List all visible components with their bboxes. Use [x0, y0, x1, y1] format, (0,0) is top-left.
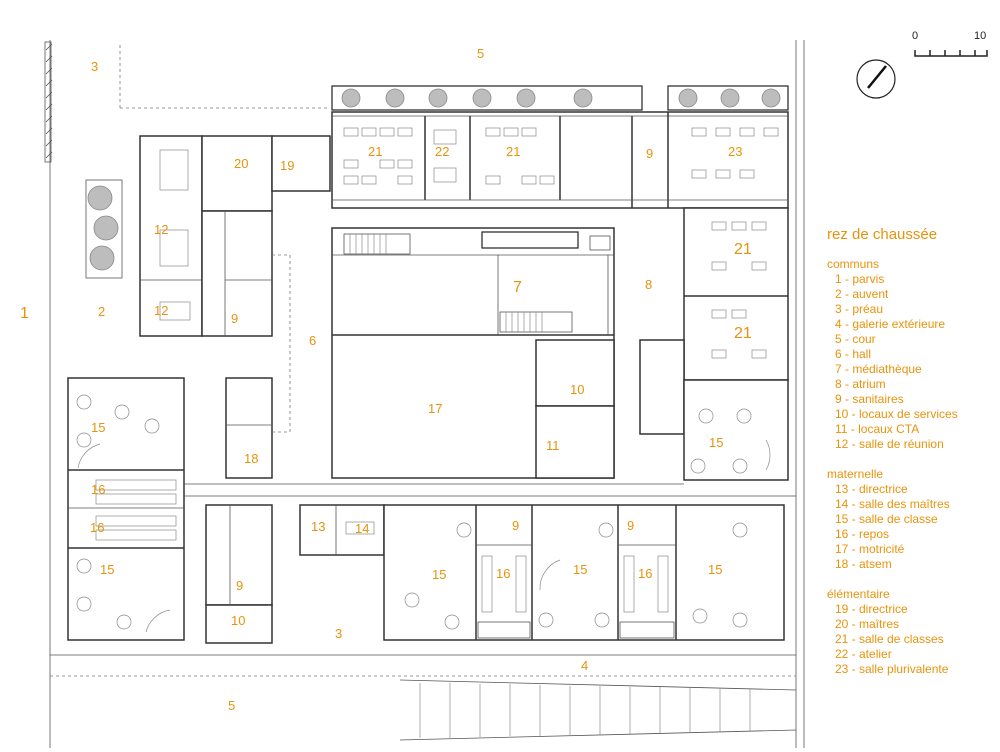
room-number-label: 5 — [228, 698, 235, 713]
room-number-label: 20 — [234, 156, 248, 171]
legend-item: 1 - parvis — [835, 272, 885, 286]
room-number-label: 12 — [154, 303, 168, 318]
legend-item: 20 - maîtres — [835, 617, 900, 631]
planters — [85, 85, 789, 279]
room-number-label: 9 — [512, 518, 519, 533]
room-number-label: 9 — [236, 578, 243, 593]
legend-item: 13 - directrice — [835, 482, 908, 496]
room-number-label: 3 — [335, 626, 342, 641]
room-number-label: 9 — [231, 311, 238, 326]
room-number-label: 15 — [432, 567, 446, 582]
room-number-label: 13 — [311, 519, 325, 534]
legend-item: 7 - médiathèque — [835, 362, 922, 376]
room-number-label: 15 — [573, 562, 587, 577]
room-number-label: 4 — [581, 658, 588, 673]
scale-start: 0 — [912, 30, 919, 42]
legend-item: 18 - atsem — [835, 557, 892, 571]
legend-item: 4 - galerie extérieure — [835, 317, 946, 331]
room-number-label: 21 — [368, 144, 382, 159]
scale-bar-graphic — [914, 50, 988, 57]
room-number-label: 15 — [91, 420, 105, 435]
legend-title: rez de chaussée — [827, 226, 938, 243]
room-number-label: 10 — [570, 382, 584, 397]
room-number-label: 15 — [709, 435, 723, 450]
legend-item: 10 - locaux de services — [835, 407, 958, 421]
legend-group-heading: élémentaire — [827, 587, 890, 601]
legend-item: 11 - locaux CTA — [835, 422, 920, 436]
legend-item: 15 - salle de classe — [835, 512, 938, 526]
legend-item: 12 - salle de réunion — [835, 437, 944, 451]
room-number-label: 16 — [496, 566, 510, 581]
room-number-label: 14 — [355, 521, 369, 536]
room-number-label: 6 — [309, 333, 316, 348]
room-number-label: 18 — [244, 451, 258, 466]
room-number-label: 16 — [91, 482, 105, 497]
room-number-label: 15 — [100, 562, 114, 577]
room-number-label: 21 — [734, 241, 752, 258]
room-number-label: 16 — [90, 520, 104, 535]
furniture — [76, 127, 779, 633]
north-arrow-icon — [856, 59, 896, 99]
room-number-label: 21 — [734, 325, 752, 342]
room-number-label: 23 — [728, 144, 742, 159]
room-number-label: 17 — [428, 401, 442, 416]
legend-item: 14 - salle des maîtres — [835, 497, 950, 511]
legend-item: 9 - sanitaires — [835, 392, 904, 406]
legend-item: 23 - salle plurivalente — [835, 662, 949, 676]
room-number-label: 10 — [231, 613, 245, 628]
room-number-label: 19 — [280, 158, 294, 173]
room-number-label: 9 — [646, 146, 653, 161]
legend-item: 2 - auvent — [835, 287, 889, 301]
room-number-label: 9 — [627, 518, 634, 533]
scale-end: 10 — [974, 30, 987, 42]
building — [67, 111, 796, 644]
room-number-label: 5 — [477, 46, 484, 61]
legend-item: 19 - directrice — [835, 602, 908, 616]
legend-group-heading: maternelle — [827, 467, 884, 481]
room-number-label: 22 — [435, 144, 449, 159]
legend-item: 6 - hall — [835, 347, 872, 361]
legend-item: 5 - cour — [835, 332, 876, 346]
room-number-label: 3 — [91, 59, 98, 74]
legend-item: 21 - salle de classes — [835, 632, 944, 646]
room-number-label: 12 — [154, 222, 168, 237]
room-number-label: 16 — [638, 566, 652, 581]
room-number-label: 8 — [645, 277, 652, 292]
site-boundaries — [44, 40, 805, 748]
room-number-label: 2 — [98, 304, 105, 319]
room-number-label: 1 — [20, 305, 29, 322]
room-number-label: 15 — [708, 562, 722, 577]
legend-item: 22 - atelier — [835, 647, 892, 661]
room-number-label: 21 — [506, 144, 520, 159]
room-number-label: 7 — [513, 279, 522, 296]
legend-item: 8 - atrium — [835, 377, 886, 391]
legend-item: 16 - repos — [835, 527, 890, 541]
legend-group-heading: communs — [827, 257, 880, 271]
legend-item: 3 - préau — [835, 302, 884, 316]
room-number-label: 11 — [546, 438, 560, 453]
legend-item: 17 - motricité — [835, 542, 905, 556]
